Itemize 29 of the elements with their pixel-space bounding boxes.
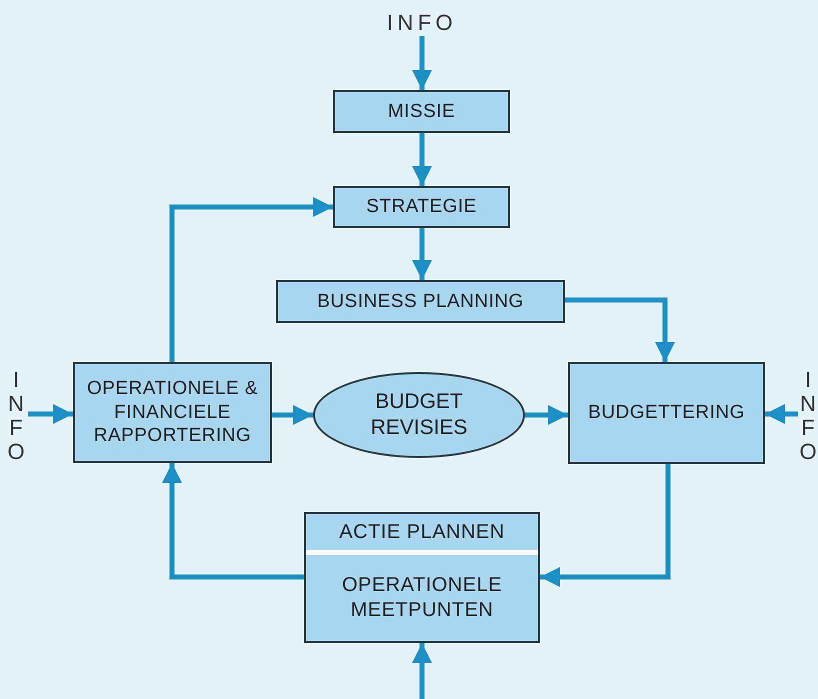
arrow xyxy=(565,298,675,362)
node-label: OPERATIONELE & FINANCIELE RAPPORTERING xyxy=(86,376,260,448)
process-box xyxy=(304,512,540,643)
arrow xyxy=(28,404,73,424)
arrow xyxy=(162,463,304,580)
arrow xyxy=(170,197,333,362)
node-label: STRATEGIE xyxy=(365,195,478,219)
info-label: INFO xyxy=(799,368,817,464)
process-box xyxy=(73,362,272,463)
node-label: MISSIE xyxy=(386,100,456,124)
process-box xyxy=(333,186,510,228)
arrow xyxy=(540,464,670,587)
info-label: INFO xyxy=(386,8,458,36)
node-label: ACTIE PLANNEN xyxy=(338,520,506,544)
process-box xyxy=(333,90,510,133)
arrow xyxy=(525,405,568,425)
info-label: INFO xyxy=(7,368,25,464)
node-label: BUDGET REVISIES xyxy=(370,388,468,441)
node-label: OPERATIONELE MEETPUNTEN xyxy=(340,573,504,623)
arrow xyxy=(412,133,432,186)
arrow xyxy=(412,643,432,699)
arrow xyxy=(412,36,432,90)
arrow xyxy=(272,405,313,425)
arrow xyxy=(412,228,432,280)
node-label: BUDGETTERING xyxy=(587,401,746,425)
node-label: BUSINESS PLANNING xyxy=(316,290,525,314)
process-box xyxy=(276,280,565,323)
process-box xyxy=(568,362,765,464)
arrow xyxy=(765,404,798,424)
